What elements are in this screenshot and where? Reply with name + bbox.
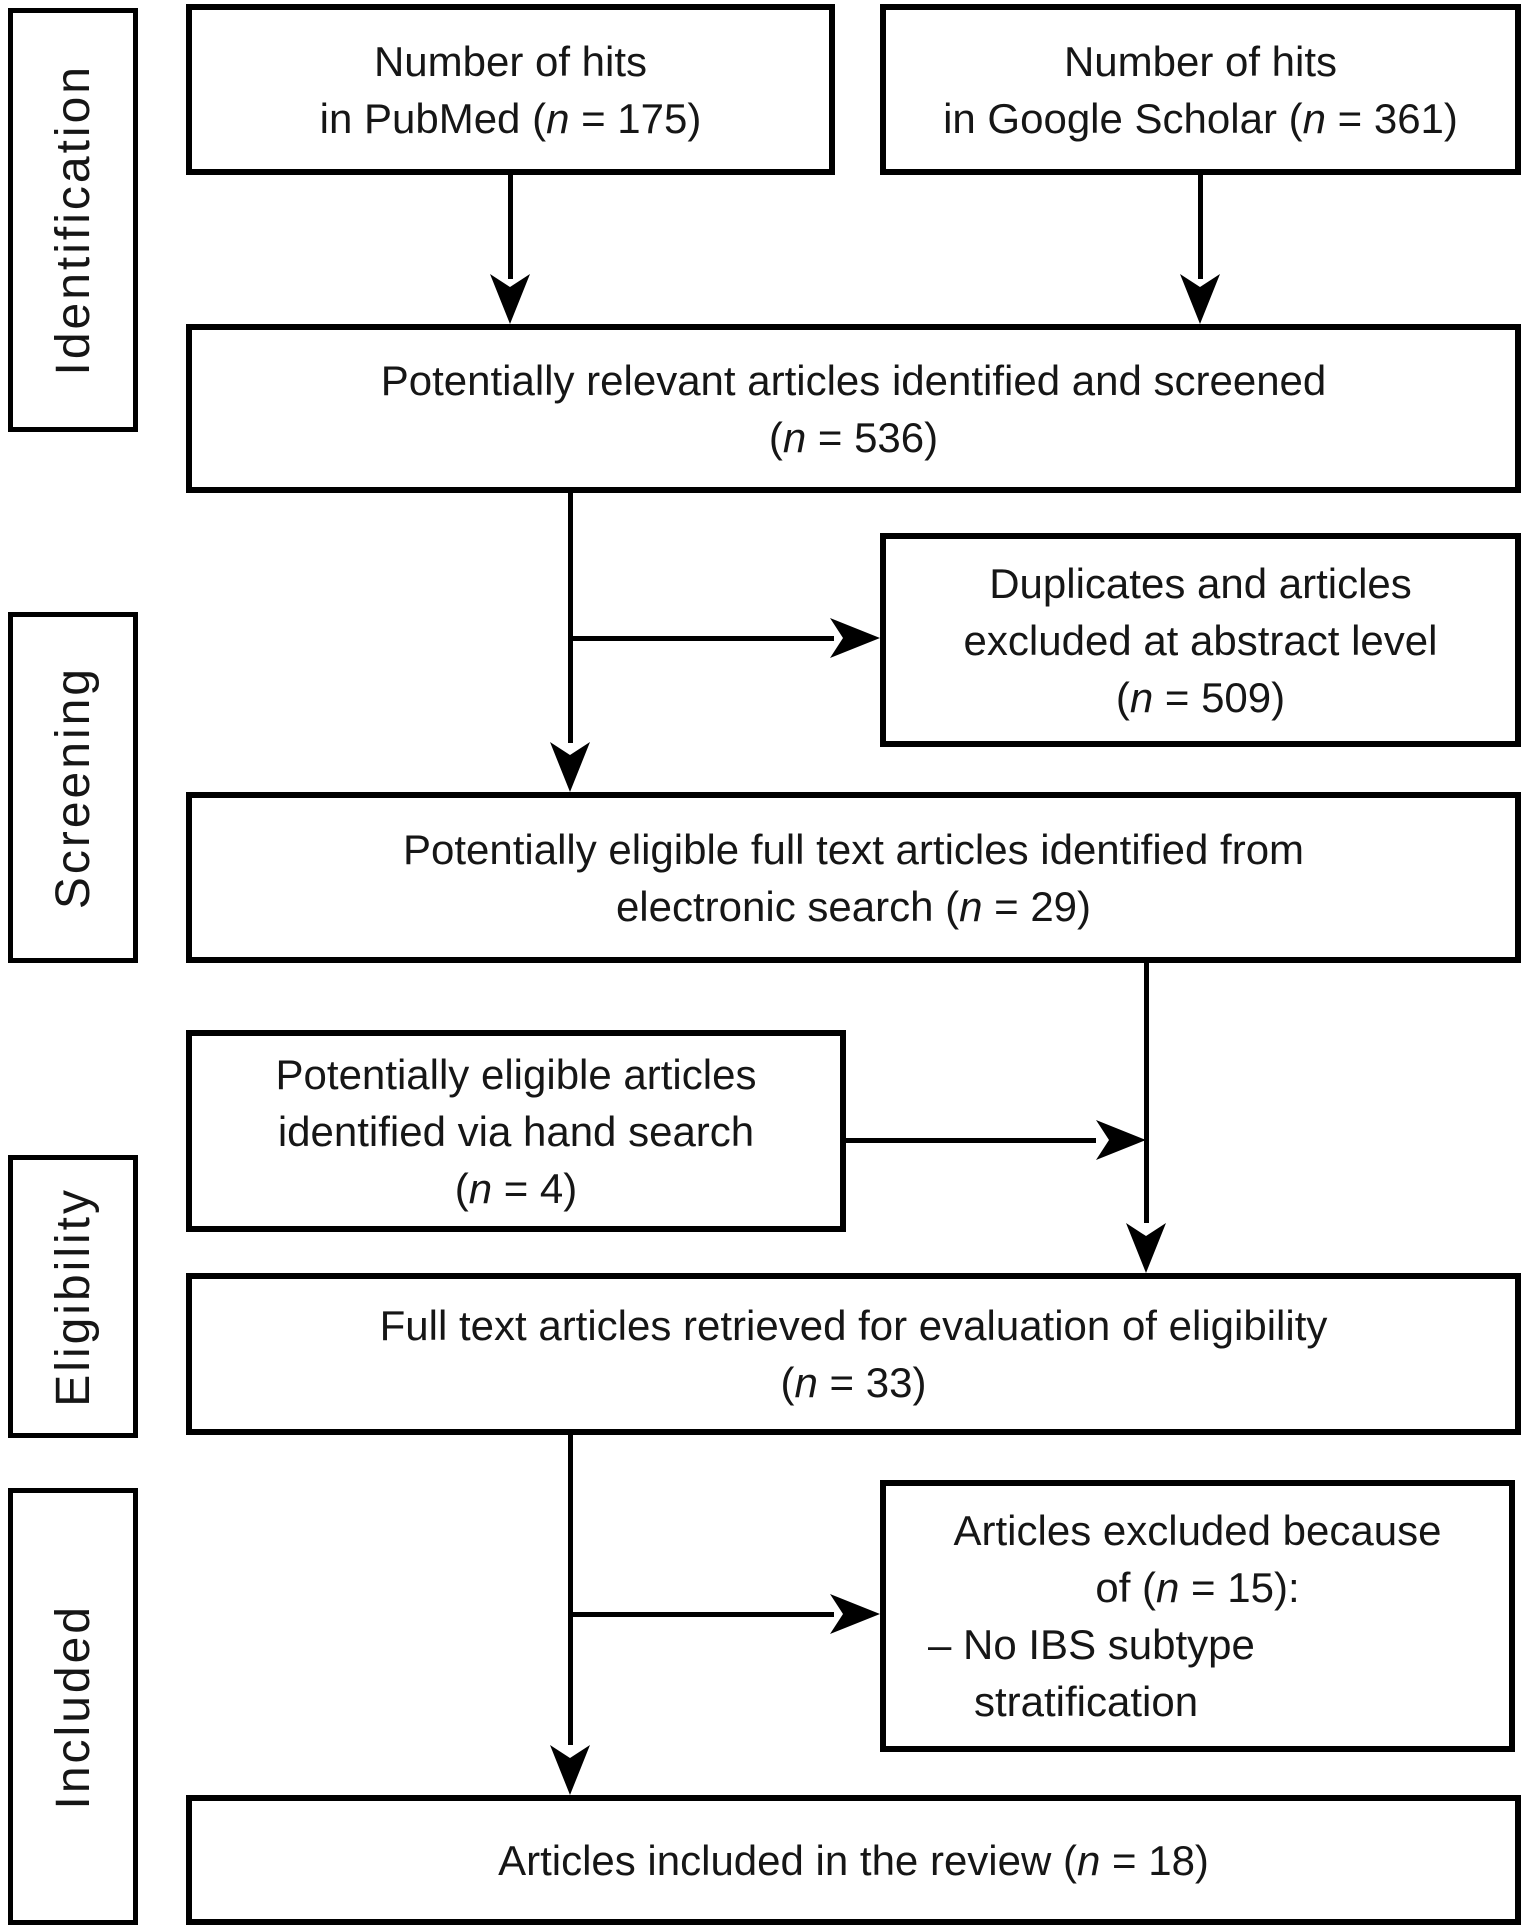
- arrowhead-right-icon: [1096, 1120, 1146, 1160]
- box-text-line: Potentially eligible articles: [275, 1050, 757, 1098]
- box-text-line: Potentially relevant articles identified…: [380, 356, 1327, 404]
- arrowhead-down-icon: [1180, 274, 1220, 324]
- box-text-line: in PubMed (n = 175): [319, 94, 702, 142]
- box-abstract-level-excluded: Duplicates and articles excluded at abstr…: [880, 533, 1521, 747]
- stage-label-eligibility: Eligibility: [46, 1186, 100, 1407]
- box-text-line: Articles excluded because: [953, 1507, 1442, 1554]
- connector-electronic-to-fulltext: [1144, 963, 1149, 1223]
- box-fulltext-retrieved: Full text articles retrieved for evaluat…: [186, 1273, 1521, 1435]
- stage-label-screening: Screening: [46, 665, 100, 910]
- box-hand-search-eligible: Potentially eligible articles identified …: [186, 1030, 846, 1232]
- arrowhead-down-icon: [490, 274, 530, 324]
- connector-pubmed-to-screened: [508, 175, 513, 279]
- connector-handsearch-to-fulltext: [846, 1138, 1096, 1143]
- arrowhead-down-icon: [550, 742, 590, 792]
- box-text-line: (n = 4): [454, 1164, 578, 1212]
- box-fulltext-excluded: Articles excluded because of (n = 15): – N…: [880, 1480, 1515, 1752]
- connector-screened-to-electronic: [568, 493, 573, 743]
- connector-google-to-screened: [1198, 175, 1203, 279]
- box-text-line: Potentially eligible full text articles …: [402, 825, 1305, 873]
- box-included-in-review: Articles included in the review (n = 18): [186, 1795, 1521, 1925]
- box-text-line: – No IBS subtype: [928, 1621, 1255, 1668]
- box-electronic-search-eligible: Potentially eligible full text articles …: [186, 792, 1521, 963]
- stage-box-included: Included: [8, 1488, 138, 1925]
- box-google-scholar-hits: Number of hits in Google Scholar (n = 361…: [880, 4, 1521, 175]
- box-text-line: (n = 33): [780, 1359, 927, 1406]
- box-text-line: Full text articles retrieved for evaluat…: [379, 1302, 1328, 1349]
- box-text-line: electronic search (n = 29): [615, 882, 1092, 930]
- box-text-line: (n = 509): [1115, 673, 1286, 721]
- box-text-line: stratification: [974, 1678, 1199, 1725]
- stage-label-included: Included: [46, 1603, 100, 1810]
- arrowhead-down-icon: [1126, 1223, 1166, 1273]
- box-text-line: of (n = 15):: [1095, 1564, 1300, 1611]
- box-text-line: identified via hand search: [277, 1107, 755, 1155]
- connector-branch-to-excluded: [568, 1612, 834, 1617]
- box-text-line: Number of hits: [1063, 37, 1338, 85]
- stage-box-eligibility: Eligibility: [8, 1155, 138, 1438]
- stage-box-identification: Identification: [8, 8, 138, 432]
- arrowhead-down-icon: [550, 1745, 590, 1795]
- box-text-line: Number of hits: [373, 37, 648, 85]
- box-text-line: (n = 536): [768, 413, 939, 461]
- box-text-line: Articles included in the review (n = 18): [498, 1836, 1209, 1884]
- box-text-line: Duplicates and articles: [989, 559, 1412, 607]
- box-pubmed-hits: Number of hits in PubMed (n = 175): [186, 4, 835, 175]
- box-articles-screened: Potentially relevant articles identified…: [186, 324, 1521, 493]
- stage-label-identification: Identification: [46, 64, 100, 376]
- connector-fulltext-to-included: [568, 1435, 573, 1745]
- box-text-line: excluded at abstract level: [963, 616, 1438, 664]
- stage-box-screening: Screening: [8, 612, 138, 963]
- arrowhead-right-icon: [830, 1594, 880, 1634]
- connector-branch-to-duplicates: [568, 636, 834, 641]
- arrowhead-right-icon: [830, 618, 880, 658]
- box-text-line: in Google Scholar (n = 361): [943, 94, 1458, 142]
